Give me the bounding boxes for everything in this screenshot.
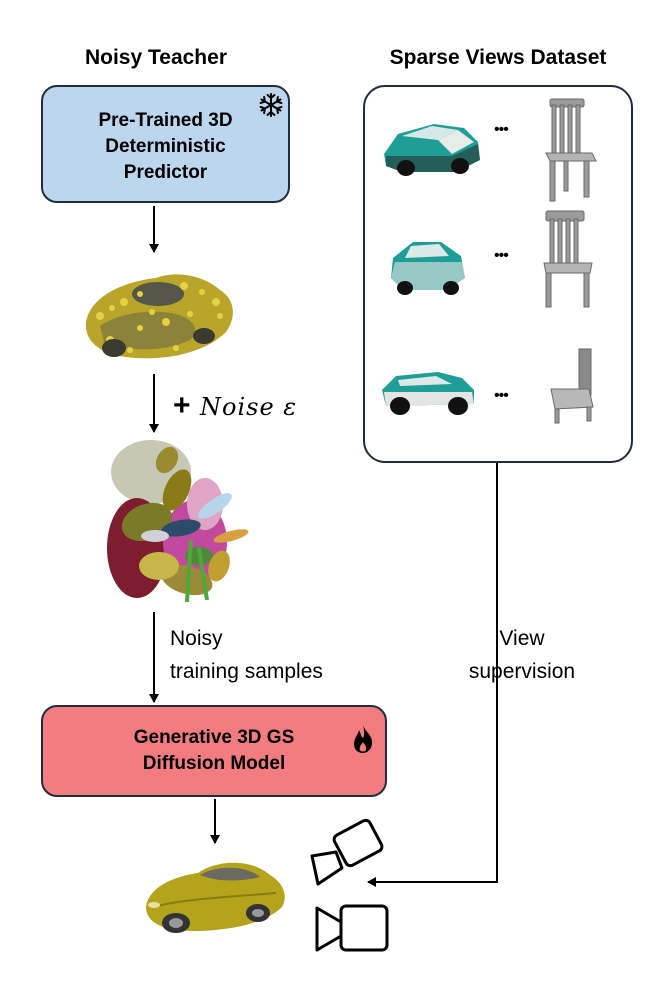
chair-view-1 <box>545 98 597 202</box>
dataset-frame <box>363 85 633 463</box>
view-supervision-label: View supervision <box>468 627 576 683</box>
ellipsis-row-3: ••• <box>494 387 509 404</box>
noisy-teacher-heading: Noisy Teacher <box>84 46 227 69</box>
noise-label: Noise ε <box>200 393 298 421</box>
camera-icon <box>315 904 389 952</box>
generator-label: Generative 3D GS Diffusion Model <box>133 727 295 774</box>
car-view-2 <box>391 242 465 295</box>
chair-view-3 <box>550 348 594 424</box>
ellipsis-row-2: ••• <box>494 247 509 264</box>
predictor-label: Pre-Trained 3D Deterministic Predictor <box>98 110 233 183</box>
output-car-render <box>146 862 285 933</box>
ellipsis-row-1: ••• <box>494 121 509 138</box>
flame-icon <box>354 725 373 753</box>
noisy-samples-label: Noisy training samples <box>170 627 323 683</box>
sparse-views-heading: Sparse Views Dataset <box>389 46 607 69</box>
snowflake-icon <box>258 93 284 117</box>
car-view-3 <box>382 372 474 415</box>
noisy-gaussian-blob <box>107 440 249 603</box>
car-view-1 <box>384 124 480 176</box>
camera-icon <box>310 818 384 886</box>
generative-model-box: Generative 3D GS Diffusion Model <box>41 705 387 797</box>
pretrained-predictor-box: Pre-Trained 3D Deterministic Predictor <box>41 85 290 203</box>
noisy-car-render <box>85 274 233 359</box>
chair-view-2 <box>543 210 593 308</box>
noise-plus-sign: + <box>173 389 191 422</box>
arrow-view-supervision <box>367 463 498 887</box>
